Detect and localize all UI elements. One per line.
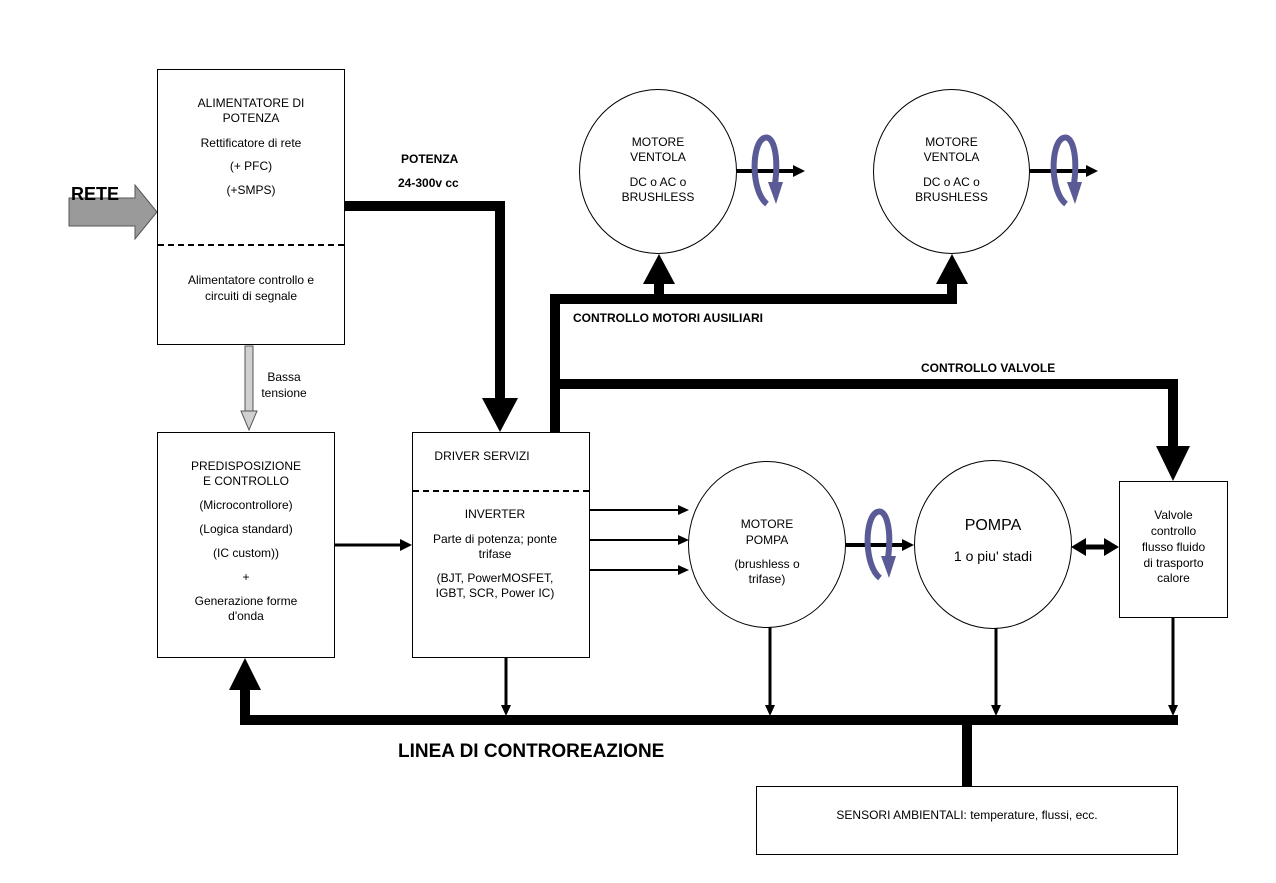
- driver-line-2: trifase: [478, 547, 512, 561]
- valvole-l4: di trasporto: [1143, 556, 1204, 570]
- valvole-box: [1119, 481, 1228, 618]
- alimentatore-line-3: (+SMPS): [226, 183, 276, 197]
- fan1-arrowhead: [643, 254, 675, 284]
- predisposizione-line-4: Generazione forme: [194, 594, 298, 608]
- motore-pompa-l4: trifase): [748, 572, 786, 586]
- sensori-label: SENSORI AMBIENTALI: temperature, flussi,…: [836, 808, 1098, 822]
- predisposizione-line-2: (Logica standard): [199, 522, 293, 536]
- rete-label: RETE: [71, 184, 120, 204]
- predisposizione-line-5: d'onda: [228, 609, 264, 623]
- rete-arrow: [68, 183, 158, 241]
- rotation-icon: [1050, 134, 1079, 207]
- tap-driver-arrowhead: [501, 705, 511, 716]
- alimentatore-title-2: POTENZA: [222, 111, 280, 125]
- predisposizione-title-1: PREDISPOSIZIONE: [190, 459, 302, 473]
- predisposizione-line-3: (IC custom)): [213, 546, 279, 560]
- motore-pompa-l3: (brushless o: [734, 557, 800, 571]
- motore-pompa-l2: POMPA: [745, 533, 789, 547]
- feedback-line: [240, 688, 1178, 725]
- alimentatore-lower-1: Alimentatore controllo e: [187, 273, 315, 287]
- predisposizione-box: [157, 432, 335, 658]
- motore-pompa: [688, 461, 846, 628]
- fan1-shaft-arrowhead: [793, 165, 805, 177]
- driver-box: [412, 432, 590, 658]
- feedback-arrowhead: [229, 658, 261, 690]
- predisposizione-line-1: (Microcontrollore): [199, 498, 293, 512]
- predisposizione-plus: +: [242, 570, 250, 584]
- motore-ventola-2-l4: BRUSHLESS: [915, 190, 988, 204]
- fan2-shaft-arrowhead: [1086, 165, 1098, 177]
- predisposizione-title-2: E CONTROLLO: [202, 474, 289, 488]
- bassa-tensione-label-2: tensione: [261, 386, 307, 400]
- motore-pompa-l1: MOTORE: [740, 517, 794, 531]
- controllo-motori-label: CONTROLLO MOTORI AUSILIARI: [573, 311, 763, 325]
- tap-valvole-arrowhead: [1168, 705, 1178, 716]
- alimentatore-box: [157, 69, 345, 345]
- motore-ventola-1-l3: DC o AC o: [629, 175, 687, 189]
- motore-ventola-1-l1: MOTORE: [631, 135, 685, 149]
- pompa-sub: 1 o piu' stadi: [953, 548, 1033, 564]
- rotation-icon: [751, 134, 780, 207]
- inverter-title: INVERTER: [464, 507, 526, 521]
- motore-ventola-2-l1: MOTORE: [925, 135, 978, 149]
- alimentatore-lower-2: circuiti di segnale: [204, 289, 298, 303]
- alimentatore-divider: [158, 244, 344, 246]
- linea-controreazione-label: LINEA DI CONTROREAZIONE: [398, 741, 665, 762]
- potenza-arrowhead: [482, 398, 518, 432]
- phase-arrow-1: [678, 505, 689, 515]
- pump-valve-arrow-right: [1104, 538, 1119, 556]
- pump-shaft-arrowhead: [902, 539, 914, 551]
- tap-motore-pompa-arrowhead: [765, 705, 775, 716]
- valvole-l1: Valvole: [1154, 508, 1193, 522]
- valvole-arrowhead: [1156, 446, 1190, 481]
- pompa: [914, 460, 1072, 629]
- motore-ventola-1-l2: VENTOLA: [630, 150, 686, 164]
- phase-arrow-3: [678, 565, 689, 575]
- driver-line-3: (BJT, PowerMOSFET,: [436, 571, 554, 585]
- valvole-l5: calore: [1157, 571, 1190, 585]
- pompa-title: POMPA: [964, 517, 1022, 534]
- potenza-line: [345, 201, 505, 400]
- valvole-l3: flusso fluido: [1141, 540, 1206, 554]
- motore-ventola-2-l3: DC o AC o: [923, 175, 980, 189]
- driver-line-1: Parte di potenza; ponte: [432, 532, 558, 546]
- alimentatore-line-1: Rettificatore di rete: [200, 136, 302, 150]
- fan2-arrowhead: [936, 254, 968, 284]
- tap-pompa-arrowhead: [991, 705, 1001, 716]
- driver-line-4: IGBT, SCR, Power IC): [435, 586, 555, 600]
- bassa-tensione-label-1: Bassa: [267, 370, 301, 384]
- pump-valve-arrow-left: [1071, 538, 1086, 556]
- alimentatore-title-1: ALIMENTATORE DI: [197, 96, 305, 110]
- driver-divider: [413, 490, 589, 492]
- rotation-icon: [864, 508, 893, 581]
- alimentatore-line-2: (+ PFC): [229, 159, 273, 173]
- controllo-valvole-bus: [555, 379, 1178, 448]
- rotation-icon-tip: [881, 556, 896, 578]
- bassa-tensione-shaft: [244, 345, 254, 413]
- motore-ventola-1: [579, 89, 737, 254]
- rotation-icon-tip: [768, 182, 783, 204]
- motore-ventola-2-l2: VENTOLA: [923, 150, 980, 164]
- bassa-tensione-arrowhead: [240, 410, 258, 432]
- valvole-l2: controllo: [1150, 524, 1197, 538]
- motore-ventola-1-l4: BRUSHLESS: [621, 190, 695, 204]
- potenza-label: POTENZA: [401, 152, 459, 166]
- sensori-box: [756, 786, 1178, 855]
- control-to-driver-arrowhead: [400, 539, 412, 551]
- rotation-icon-tip: [1067, 182, 1082, 204]
- potenza-voltage: 24-300v cc: [398, 176, 459, 190]
- motore-ventola-2: [873, 89, 1030, 254]
- phase-arrow-2: [678, 535, 689, 545]
- controllo-valvole-label: CONTROLLO VALVOLE: [921, 361, 1056, 375]
- driver-title: DRIVER SERVIZI: [434, 449, 530, 463]
